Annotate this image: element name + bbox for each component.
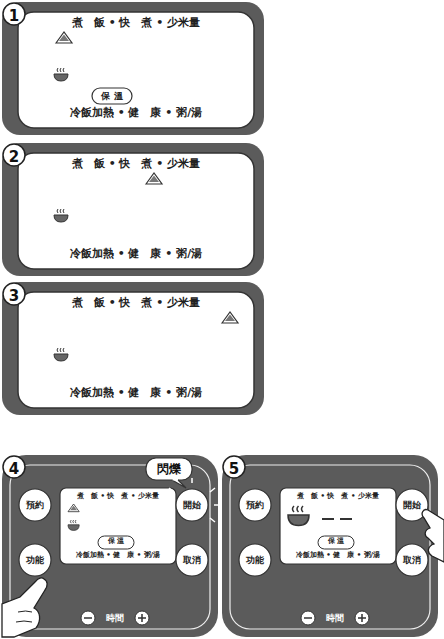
button-label: 取消 — [396, 554, 428, 566]
mode-text: 冷飯加熱 • 健 康 • 粥/湯 — [60, 551, 176, 560]
lcd-screen: 煮 飯 • 快 煮 • 少米量冷飯加熱 • 健 康 • 粥/湯保 溫 — [280, 488, 396, 564]
time-label: 時間 — [96, 612, 134, 624]
callout-number: 2 — [3, 147, 25, 167]
display-panel: 2煮 飯 • 快 煮 • 少米量冷飯加熱 • 健 康 • 粥/湯 — [2, 143, 264, 276]
control-panel: 5煮 飯 • 快 煮 • 少米量冷飯加熱 • 健 康 • 粥/湯保 溫開始預約功… — [222, 455, 438, 637]
mode-text: 煮 飯 • 快 煮 • 少米量 — [18, 296, 254, 310]
callout-number: 3 — [3, 286, 25, 306]
callout-number: 5 — [223, 459, 245, 479]
mode-text: 冷飯加熱 • 健 康 • 粥/湯 — [18, 106, 254, 120]
mode-text: 冷飯加熱 • 健 康 • 粥/湯 — [18, 386, 254, 400]
panel-button: 功能 — [239, 544, 271, 576]
callout-number: 1 — [3, 6, 25, 26]
panel-button: 取消 — [176, 544, 208, 576]
button-label: 預約 — [239, 499, 271, 511]
panel-button: 開始 — [396, 489, 428, 521]
button-label: 開始 — [176, 499, 208, 511]
panel-button: 取消 — [396, 544, 428, 576]
flash-note: 閃爍 — [146, 461, 192, 477]
panel-button: 預約 — [239, 489, 271, 521]
button-label: 功能 — [239, 554, 271, 566]
time-label: 時間 — [316, 612, 354, 624]
control-panel: 4煮 飯 • 快 煮 • 少米量冷飯加熱 • 健 康 • 粥/湯保 溫開始預約功… — [2, 455, 218, 637]
oval-label: 保 溫 — [318, 537, 354, 546]
mode-text: 冷飯加熱 • 健 康 • 粥/湯 — [280, 551, 396, 560]
mode-oval: 保 溫 — [92, 88, 132, 104]
callout-number: 4 — [3, 459, 25, 479]
mode-text: 煮 飯 • 快 煮 • 少米量 — [18, 157, 254, 171]
oval-label: 保 溫 — [92, 90, 132, 102]
button-label: 取消 — [176, 554, 208, 566]
mode-text: 煮 飯 • 快 煮 • 少米量 — [60, 492, 176, 501]
display-panel: 1煮 飯 • 快 煮 • 少米量冷飯加熱 • 健 康 • 粥/湯 保 溫 — [2, 2, 264, 135]
panel-button: 開始 — [176, 489, 208, 521]
mode-text: 煮 飯 • 快 煮 • 少米量 — [18, 16, 254, 30]
button-label: 功能 — [19, 554, 51, 566]
panel-button: 功能 — [19, 544, 51, 576]
panel-button: 預約 — [19, 489, 51, 521]
mode-text: 煮 飯 • 快 煮 • 少米量 — [280, 492, 396, 501]
lcd-screen: 煮 飯 • 快 煮 • 少米量冷飯加熱 • 健 康 • 粥/湯保 溫 — [60, 488, 176, 564]
button-label: 開始 — [396, 499, 428, 511]
oval-label: 保 溫 — [98, 537, 134, 546]
mode-text: 冷飯加熱 • 健 康 • 粥/湯 — [18, 247, 254, 261]
mode-oval: 保 溫 — [318, 536, 354, 549]
display-panel: 3煮 飯 • 快 煮 • 少米量冷飯加熱 • 健 康 • 粥/湯 — [2, 282, 264, 415]
button-label: 預約 — [19, 499, 51, 511]
mode-oval: 保 溫 — [98, 536, 134, 549]
